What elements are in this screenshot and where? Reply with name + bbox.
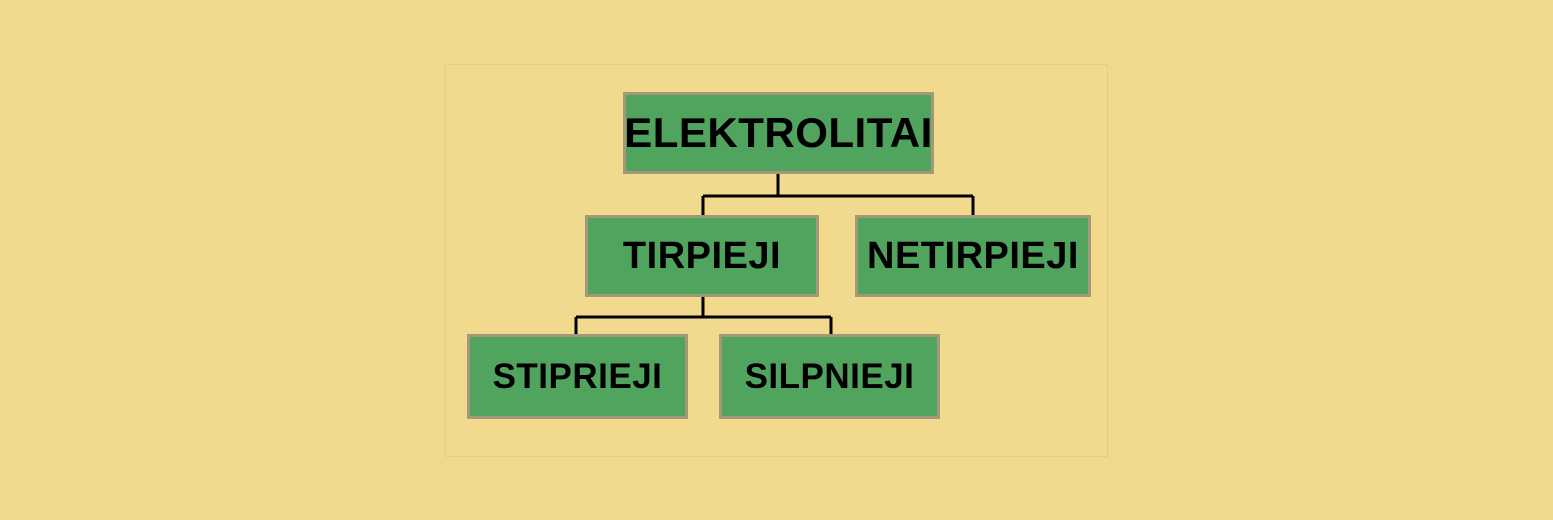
node-netirpieji[interactable]: NETIRPIEJI [855,215,1091,297]
node-label-stiprieji: STIPRIEJI [492,356,663,396]
node-tirpieji[interactable]: TIRPIEJI [585,215,819,297]
node-label-elektrolitai: ELEKTROLITAI [624,109,933,156]
node-stiprieji[interactable]: STIPRIEJI [467,334,688,419]
node-label-tirpieji: TIRPIEJI [622,234,782,277]
node-silpnieji[interactable]: SILPNIEJI [719,334,940,419]
node-label-silpnieji: SILPNIEJI [744,356,915,396]
node-elektrolitai[interactable]: ELEKTROLITAI [623,92,934,174]
node-label-netirpieji: NETIRPIEJI [867,234,1079,277]
